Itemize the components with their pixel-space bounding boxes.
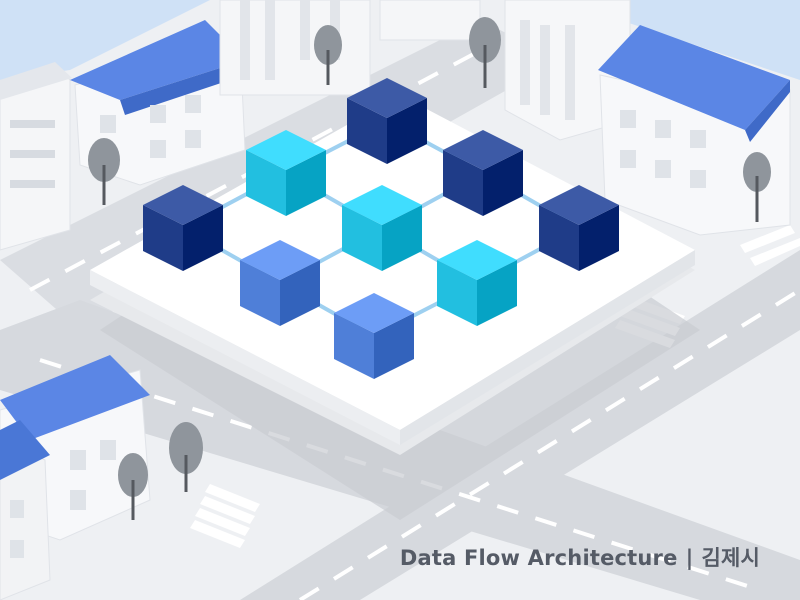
building-icon	[379, 0, 481, 41]
road-lane-marks-up	[298, 288, 800, 600]
caption-separator: |	[685, 546, 694, 570]
cube-icon	[334, 293, 414, 379]
tree-icon	[88, 138, 120, 205]
cube-icon	[240, 240, 320, 326]
caption-title: Data Flow Architecture	[399, 546, 678, 570]
tree-icon	[118, 453, 148, 520]
cube-icon	[246, 130, 326, 216]
sky-top-left	[0, 0, 210, 80]
tree-icon	[743, 152, 771, 222]
sky-top-right	[0, 0, 800, 80]
building-icon	[0, 62, 72, 251]
crosswalk-left	[190, 484, 260, 548]
caption: Data Flow Architecture | 김제시	[400, 542, 760, 572]
cube-icon	[342, 185, 422, 271]
cube-icon	[443, 130, 523, 216]
cube-icon	[143, 185, 223, 271]
cube-icon	[347, 78, 427, 164]
cube-icon	[539, 185, 619, 271]
building-icon	[598, 25, 791, 236]
road-lane-marks-upper	[29, 38, 501, 292]
tree-icon	[169, 422, 203, 492]
building-icon	[504, 0, 631, 141]
building-icon	[0, 420, 51, 600]
caption-location: 김제시	[701, 546, 760, 570]
building-icon	[219, 0, 371, 96]
cube-icon	[437, 240, 517, 326]
tree-icon	[469, 17, 501, 88]
node-cubes	[143, 78, 619, 379]
tree-icon	[314, 25, 342, 85]
